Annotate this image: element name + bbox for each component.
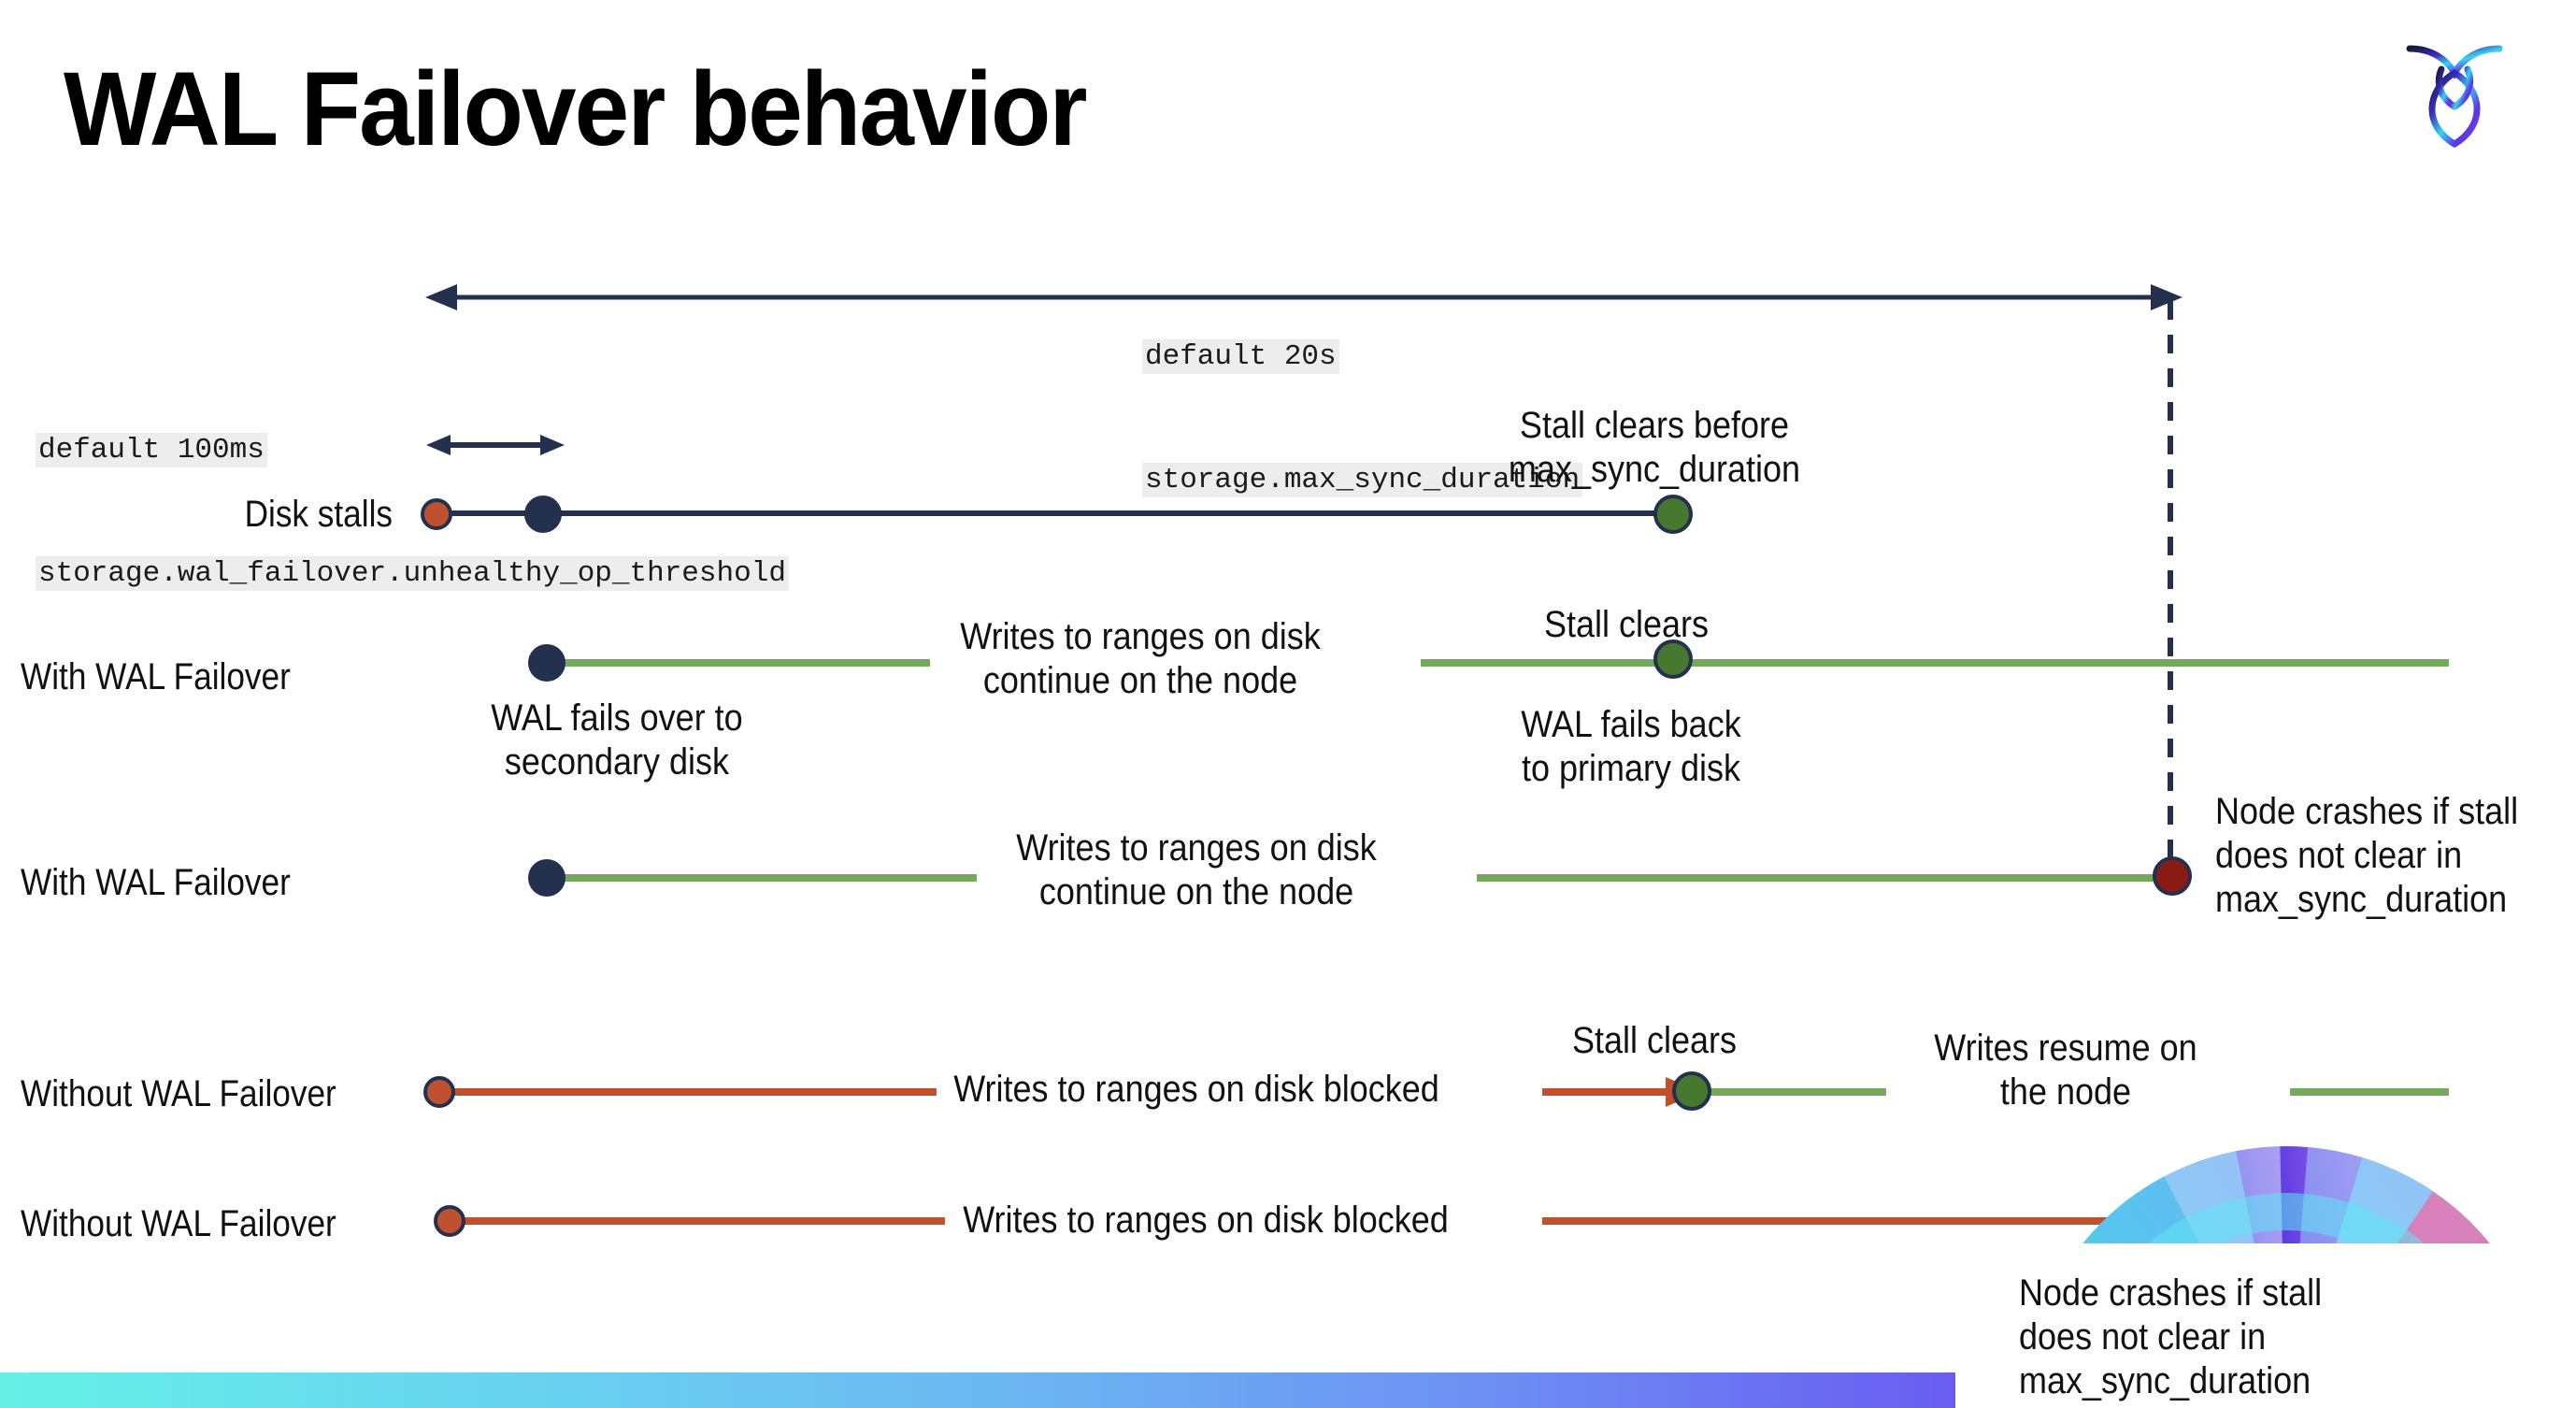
row-label-without-wal-failover-1: Without WAL Failover [21, 1073, 336, 1114]
unhealthy-default-text: default 100ms [36, 433, 267, 467]
unhealthy-threshold-config-label: default 100ms storage.wal_failover.unhea… [36, 348, 789, 677]
marker-failover-point-with-failover-1[interactable] [528, 644, 565, 682]
note-writes-resume-without-failover-1: Writes resume on the node [1934, 1027, 2197, 1113]
marker-stall-clears-with-failover-1[interactable] [1653, 639, 1693, 679]
page-title: WAL Failover behavior [64, 50, 1087, 167]
max-sync-setting-text: storage.max_sync_duration [1142, 463, 1583, 497]
dashed-vertical-guide-icon [2167, 301, 2174, 862]
cockroach-labs-logo [2398, 28, 2511, 150]
marker-stall-start-disk-stalls[interactable] [421, 498, 452, 530]
note-stall-clears-without-failover-1: Stall clears [1571, 1020, 1738, 1061]
marker-stall-clears-without-failover-1[interactable] [1672, 1071, 1711, 1111]
row-label-with-wal-failover-2: With WAL Failover [21, 862, 291, 903]
unhealthy-threshold-span-arrow [426, 432, 565, 458]
timeline-segment-blocked-without-failover-1 [441, 1088, 937, 1096]
row-label-disk-stalls: Disk stalls [244, 494, 393, 535]
note-stall-clears-before-max-sync: Stall clears before max_sync_duration [1508, 405, 1801, 490]
timeline-segment-resume-tail-without-failover-1 [2290, 1088, 2449, 1096]
row-label-without-wal-failover-2: Without WAL Failover [21, 1203, 336, 1244]
timeline-line-disk-stalls [436, 510, 1671, 516]
timeline-segment-a-with-failover-1 [537, 659, 930, 667]
marker-failover-point-with-failover-2[interactable] [528, 859, 565, 897]
timeline-segment-b-with-failover-1 [1421, 659, 2449, 667]
marker-stall-clears-disk-stalls[interactable] [1653, 495, 1693, 534]
unhealthy-setting-text: storage.wal_failover.unhealthy_op_thresh… [36, 556, 789, 591]
note-writes-blocked-without-failover-2: Writes to ranges on disk blocked [963, 1200, 1449, 1241]
note-node-crashes-without-failover-2: Node crashes if stall does not clear in … [2019, 1272, 2323, 1401]
timeline-segment-b-with-failover-2 [1477, 874, 2168, 882]
note-node-crashes-with-failover-2: Node crashes if stall does not clear in … [2215, 791, 2519, 920]
note-wal-fails-over-secondary: WAL fails over to secondary disk [491, 697, 743, 783]
callout-panel [1955, 1243, 2576, 1408]
marker-failover-point-disk-stalls[interactable] [524, 496, 562, 533]
marker-node-crash-with-failover-2[interactable] [2153, 856, 2192, 896]
note-writes-continue-with-failover-2: Writes to ranges on disk continue on the… [1016, 827, 1377, 912]
timeline-segment-resume-without-failover-1 [1707, 1088, 1886, 1096]
note-writes-blocked-without-failover-1: Writes to ranges on disk blocked [953, 1069, 1439, 1110]
marker-stall-start-without-failover-2[interactable] [434, 1205, 465, 1237]
timeline-segment-blocked-without-failover-2 [451, 1217, 945, 1225]
note-stall-clears-with-failover-1: Stall clears [1543, 604, 1710, 645]
max-sync-duration-span-arrow [425, 280, 2182, 314]
marker-stall-start-without-failover-1[interactable] [423, 1076, 455, 1108]
max-sync-duration-config-label: default 20s storage.max_sync_duration [1142, 254, 1583, 583]
max-sync-default-text: default 20s [1142, 339, 1339, 374]
row-label-with-wal-failover-1: With WAL Failover [21, 656, 291, 697]
timeline-segment-a-with-failover-2 [537, 874, 977, 882]
note-wal-fails-back-primary: WAL fails back to primary disk [1521, 704, 1741, 789]
note-writes-continue-with-failover-1: Writes to ranges on disk continue on the… [960, 616, 1321, 701]
